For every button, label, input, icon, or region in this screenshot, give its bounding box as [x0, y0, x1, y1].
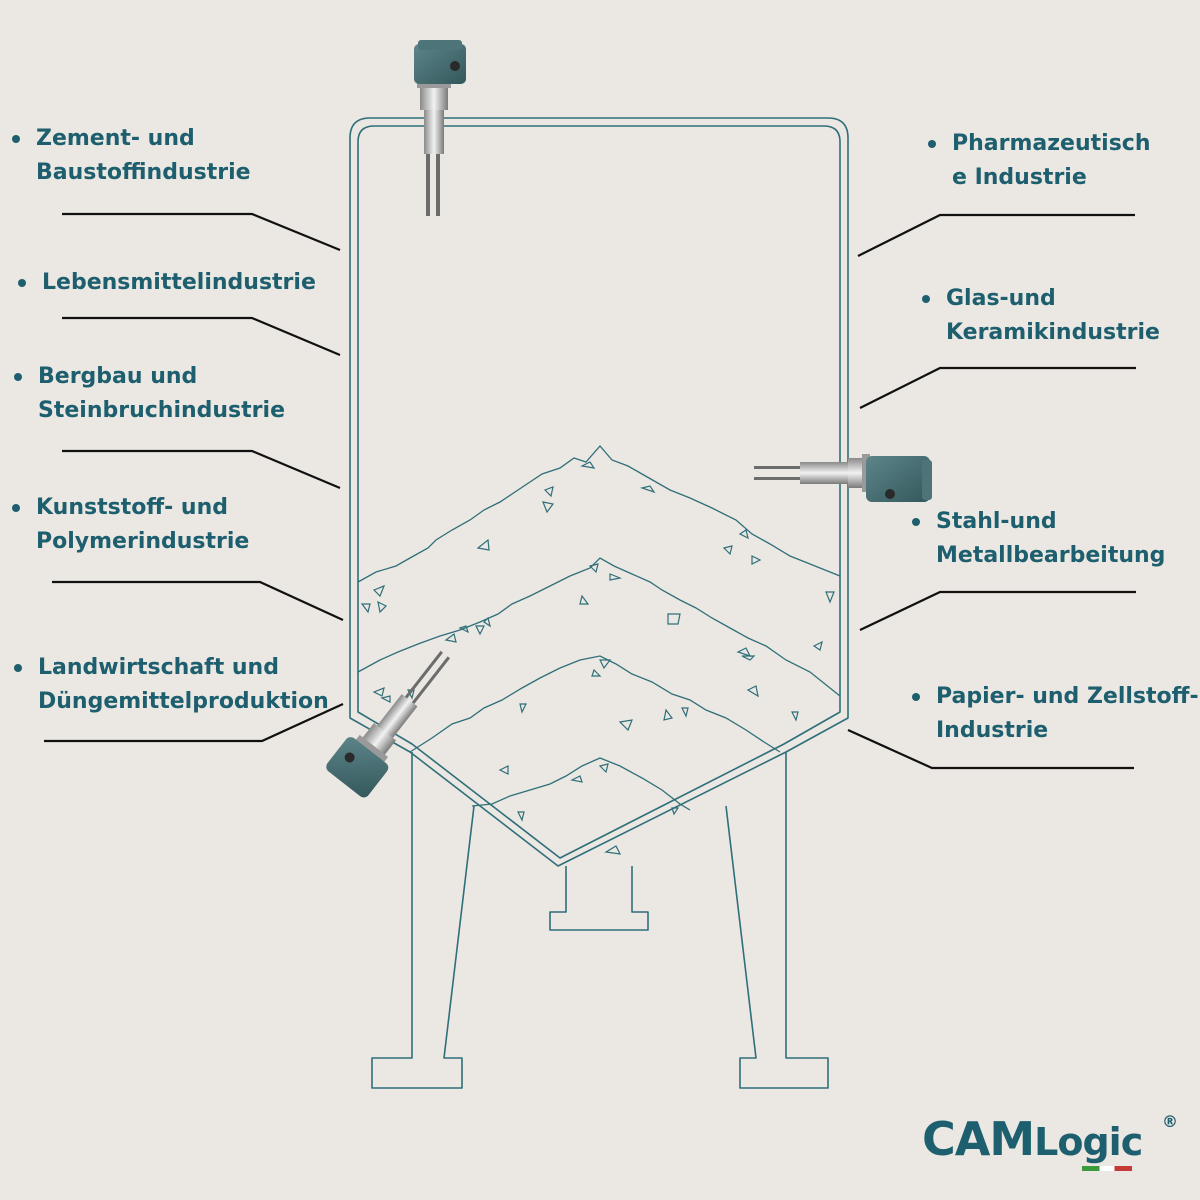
camlogic-logo: CAMLogic ®: [922, 1112, 1182, 1182]
label-lebensmittel: Lebensmittelindustrie: [18, 266, 316, 300]
leader-pharma: [857, 213, 1135, 257]
bullet-icon: [912, 693, 920, 701]
label-text: Landwirtschaft und Düngemittelproduktion: [38, 655, 329, 714]
logo-logic: Logic: [1034, 1120, 1143, 1164]
logo-cam: CAM: [922, 1112, 1035, 1166]
leader-zement: [62, 212, 341, 252]
label-glas-keramik: Glas-und Keramikindustrie: [922, 282, 1160, 350]
label-text: Stahl-und Metallbearbeitung: [936, 509, 1166, 568]
leader-glas: [859, 366, 1136, 409]
label-landwirtschaft: Landwirtschaft und Düngemittelproduktion: [14, 651, 329, 719]
label-kunststoff: Kunststoff- und Polymerindustrie: [12, 491, 249, 559]
leader-papier: [847, 728, 1134, 770]
bullet-icon: [12, 504, 20, 512]
bullet-icon: [928, 140, 936, 148]
leader-lebensmittel: [62, 316, 341, 357]
leader-bergbau: [62, 449, 341, 490]
label-text: Glas-und Keramikindustrie: [946, 286, 1160, 345]
bullet-icon: [18, 279, 26, 287]
bullet-icon: [922, 295, 930, 303]
leader-landwirtschaft: [44, 702, 344, 743]
vibrating-fork-level-switch-icon: [414, 40, 466, 216]
label-text: Bergbau und Steinbruchindustrie: [38, 364, 285, 423]
bullet-icon: [14, 664, 22, 672]
label-text: Kunststoff- und Polymerindustrie: [36, 495, 250, 554]
logo-underline: [1082, 1166, 1132, 1171]
silo-leg-left: [371, 752, 475, 1089]
bulk-material-layers: [357, 445, 841, 811]
leader-lines: [44, 212, 1136, 770]
label-pharma: Pharmazeutisch e Industrie: [928, 127, 1151, 195]
label-text: Lebensmittelindustrie: [42, 270, 316, 295]
bullet-icon: [14, 373, 22, 381]
leader-stahl: [859, 590, 1136, 631]
registered-mark: ®: [1162, 1112, 1178, 1131]
granule-fragments: [360, 461, 835, 855]
label-stahl-metall: Stahl-und Metallbearbeitung: [912, 505, 1165, 573]
silo-outline: [349, 117, 849, 1089]
label-papier-zellstoff: Papier- und Zellstoff- Industrie: [912, 680, 1199, 748]
bullet-icon: [12, 135, 20, 143]
label-text: Pharmazeutisch e Industrie: [952, 131, 1151, 190]
leader-kunststoff: [52, 580, 344, 622]
logo-wordmark: CAMLogic: [922, 1112, 1143, 1166]
label-text: Papier- und Zellstoff- Industrie: [936, 684, 1199, 743]
label-text: Zement- und Baustoffindustrie: [36, 126, 251, 185]
bullet-icon: [912, 518, 920, 526]
vibrating-fork-level-switch-icon: [754, 454, 932, 502]
label-zement-baustoff: Zement- und Baustoffindustrie: [12, 122, 251, 190]
label-bergbau: Bergbau und Steinbruchindustrie: [14, 360, 285, 428]
vibrating-fork-level-switch-icon: [326, 650, 451, 798]
silo-leg-right: [725, 752, 829, 1089]
